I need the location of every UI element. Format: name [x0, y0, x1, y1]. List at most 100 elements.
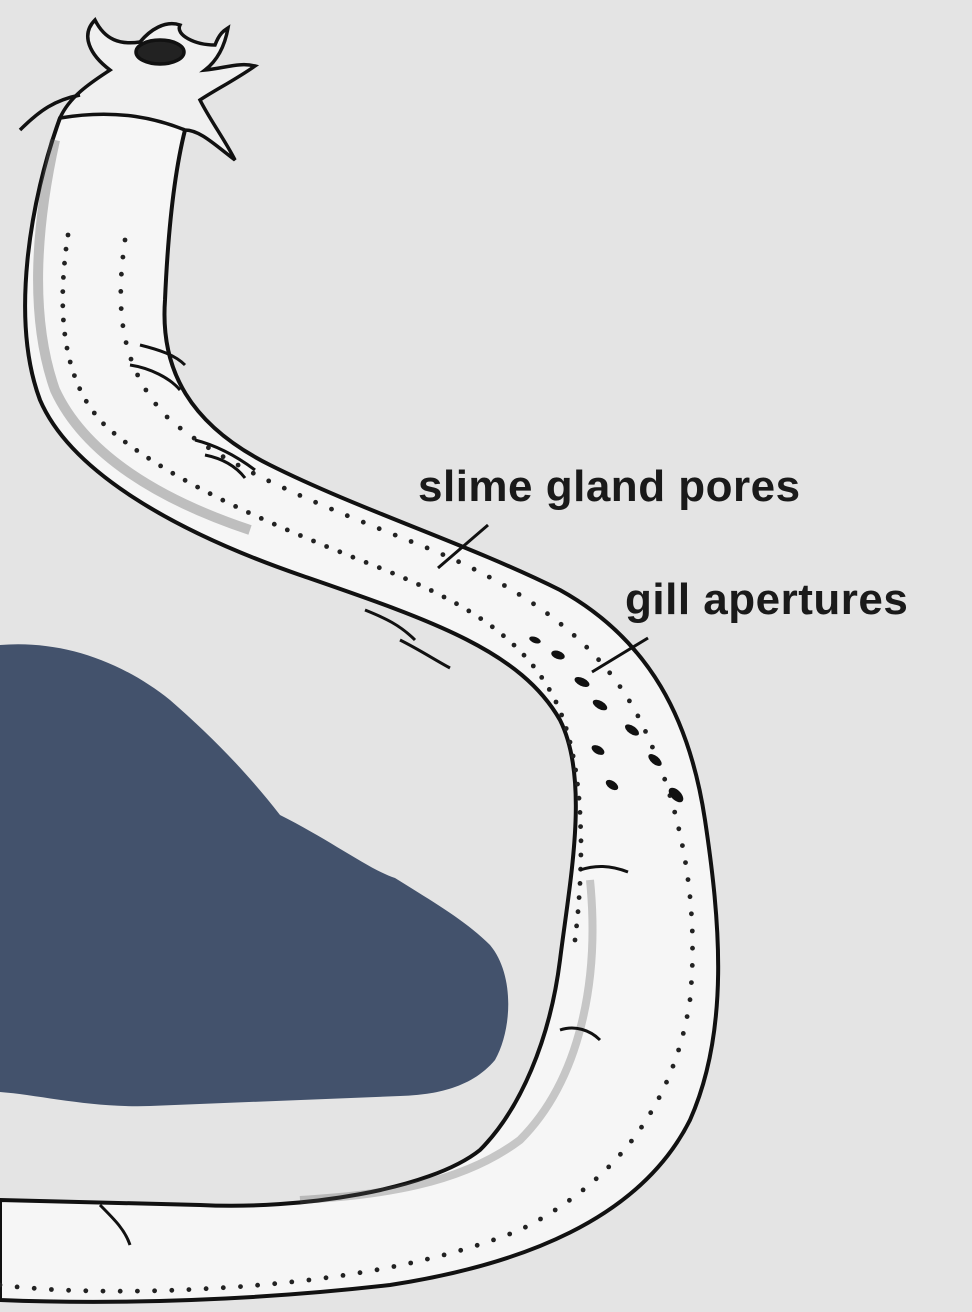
pore-dot	[425, 1257, 430, 1262]
pore-dot	[204, 1286, 209, 1291]
pore-dot	[454, 601, 459, 606]
pore-dot	[77, 386, 82, 391]
pore-dot	[345, 513, 350, 518]
pore-dot	[119, 272, 124, 277]
pore-dot	[578, 881, 583, 886]
pore-dot	[554, 700, 559, 705]
pore-dot	[553, 1208, 558, 1213]
pore-dot	[676, 1048, 681, 1053]
pore-dot	[146, 456, 151, 461]
pore-dot	[690, 946, 695, 951]
pore-dot	[531, 664, 536, 669]
pore-dot	[124, 340, 129, 345]
pore-dot	[266, 479, 271, 484]
pore-dot	[220, 498, 225, 503]
pore-dot	[236, 463, 241, 468]
pore-dot	[152, 1288, 157, 1293]
pore-dot	[629, 1139, 634, 1144]
pore-dot	[478, 616, 483, 621]
pore-dot	[501, 633, 506, 638]
pore-dot	[170, 471, 175, 476]
pore-dot	[72, 373, 77, 378]
pore-dot	[517, 592, 522, 597]
pore-dot	[351, 555, 356, 560]
pore-dot	[458, 1248, 463, 1253]
pore-dot	[285, 528, 290, 533]
pore-dot	[559, 622, 564, 627]
pore-dot	[393, 533, 398, 538]
pore-dot	[361, 520, 366, 525]
pore-dot	[15, 1285, 20, 1290]
pore-dot	[466, 609, 471, 614]
pore-dot	[61, 275, 66, 280]
pore-dot	[607, 670, 612, 675]
pore-dot	[606, 1165, 611, 1170]
pore-dot	[66, 233, 71, 238]
pore-dot	[144, 388, 149, 393]
pore-dot	[165, 415, 170, 420]
pore-dot	[118, 1289, 123, 1294]
pore-dot	[259, 516, 264, 521]
pore-dot	[594, 1176, 599, 1181]
pore-dot	[579, 853, 584, 858]
pore-dot	[547, 687, 552, 692]
pore-dot	[636, 714, 641, 719]
pore-dot	[187, 1287, 192, 1292]
pore-dot	[129, 357, 134, 362]
pore-dot	[32, 1286, 37, 1291]
pore-dot	[487, 575, 492, 580]
pore-dot	[686, 877, 691, 882]
pore-dot	[135, 373, 140, 378]
pore-dot	[101, 421, 106, 426]
pore-dot	[49, 1287, 54, 1292]
pore-dot	[289, 1280, 294, 1285]
pore-dot	[272, 522, 277, 527]
pore-dot	[119, 306, 124, 311]
pore-dot	[364, 560, 369, 565]
pore-dot	[390, 571, 395, 576]
pore-dot	[311, 539, 316, 544]
pore-dot	[221, 1285, 226, 1290]
pore-dot	[403, 576, 408, 581]
pore-dot	[123, 440, 128, 445]
pore-dot	[255, 1283, 260, 1288]
pore-dot	[408, 1261, 413, 1266]
pore-dot	[83, 1288, 88, 1293]
pore-dot	[84, 399, 89, 404]
pore-dot	[282, 486, 287, 491]
pore-dot	[657, 1095, 662, 1100]
pore-dot	[121, 323, 126, 328]
slime-gland-pores-label: slime gland pores	[418, 462, 801, 512]
pore-dot	[375, 1267, 380, 1272]
pore-dot	[324, 544, 329, 549]
pore-dot	[392, 1264, 397, 1269]
pore-dot	[681, 1031, 686, 1036]
pore-dot	[416, 582, 421, 587]
pore-dot	[272, 1281, 277, 1286]
pore-dot	[64, 247, 69, 252]
pore-dot	[337, 549, 342, 554]
pore-dot	[178, 426, 183, 431]
pore-dot	[195, 485, 200, 490]
pore-dot	[538, 1217, 543, 1222]
pore-dot	[60, 303, 65, 308]
pore-dot	[183, 478, 188, 483]
pore-dot	[121, 255, 126, 260]
pore-dot	[475, 1243, 480, 1248]
pore-dot	[298, 493, 303, 498]
pore-dot	[676, 826, 681, 831]
pore-dot	[564, 726, 569, 731]
pore-dot	[539, 675, 544, 680]
pore-dot	[441, 552, 446, 557]
pore-dot	[578, 810, 583, 815]
pore-dot	[512, 643, 517, 648]
pore-dot	[559, 713, 564, 718]
pore-dot	[251, 471, 256, 476]
pore-dot	[618, 1152, 623, 1157]
pore-dot	[442, 595, 447, 600]
pore-dot	[577, 895, 582, 900]
pore-dot	[545, 611, 550, 616]
pore-dot	[522, 653, 527, 658]
pore-dot	[62, 261, 67, 266]
pore-dot	[101, 1289, 106, 1294]
